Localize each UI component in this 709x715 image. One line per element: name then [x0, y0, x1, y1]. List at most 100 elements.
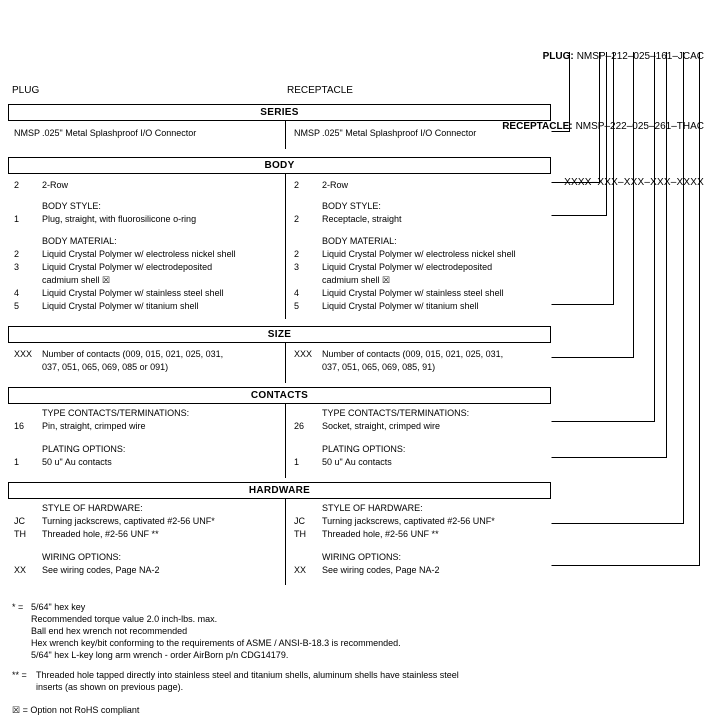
- footnote-line: 5/64" hex key: [31, 602, 86, 612]
- footnote-line: Ball end hex wrench not recommended: [31, 626, 188, 636]
- option-desc: Pin, straight, crimped wire: [42, 421, 146, 431]
- option-desc: 2-Row: [322, 180, 349, 190]
- option-code: 2: [294, 249, 300, 259]
- option-entry: 2 2-Row: [294, 179, 547, 192]
- footnote-line: Threaded hole tapped directly into stain…: [36, 670, 459, 680]
- option-entry: TH Threaded hole, #2-56 UNF **: [14, 528, 281, 541]
- option-entry: 1 Plug, straight, with fluorosilicone o-…: [14, 213, 281, 226]
- footnote-line: Recommended torque value 2.0 inch-lbs. m…: [31, 614, 218, 624]
- footnote-rohs: ☒ = Option not RoHS compliant: [12, 705, 140, 715]
- contact-type-label: TYPE CONTACTS/TERMINATIONS:: [322, 408, 470, 418]
- option-desc: 50 u" Au contacts: [322, 457, 392, 467]
- series-plug-cell: NMSP .025" Metal Splashproof I/O Connect…: [8, 121, 285, 149]
- body-style-row: BODY STYLE: 1 Plug, straight, with fluor…: [8, 198, 551, 233]
- hardware-style-plug-cell: STYLE OF HARDWARE: JC Turning jackscrews…: [8, 499, 285, 548]
- option-entry: 1 50 u" Au contacts: [14, 456, 281, 469]
- option-desc: Socket, straight, crimped wire: [322, 421, 441, 431]
- contact-type-plug-cell: TYPE CONTACTS/TERMINATIONS: 16 Pin, stra…: [8, 404, 285, 440]
- option-code: 2: [14, 249, 20, 259]
- receptacle-part-number-label: RECEPTACLE:: [502, 121, 573, 132]
- hardware-section-header: HARDWARE: [8, 482, 551, 499]
- body-material-row: BODY MATERIAL: 2 Liquid Crystal Polymer …: [8, 233, 551, 319]
- footnote-star-lines: 5/64" hex key Recommended torque value 2…: [31, 601, 401, 661]
- body-material-label: BODY MATERIAL:: [322, 236, 397, 246]
- option-entry: XXX Number of contacts (009, 015, 021, 0…: [14, 348, 281, 374]
- footnote-threaded-hole: ** = Threaded hole tapped directly into …: [12, 669, 700, 693]
- option-entry: 1 50 u" Au contacts: [294, 456, 547, 469]
- option-desc: .025" Metal Splashproof I/O Connector: [322, 128, 477, 138]
- hardware-style-row: STYLE OF HARDWARE: JC Turning jackscrews…: [8, 499, 551, 548]
- option-code: 3: [294, 262, 300, 272]
- body-style-label: BODY STYLE:: [42, 201, 101, 211]
- option-code: XXX: [14, 349, 33, 359]
- option-entry: 4 Liquid Crystal Polymer w/ stainless st…: [294, 287, 547, 300]
- plating-label: PLATING OPTIONS:: [322, 444, 406, 454]
- option-code: 3: [14, 262, 20, 272]
- option-code: 5: [294, 301, 300, 311]
- option-entry: 2 Receptacle, straight: [294, 213, 547, 226]
- option-entry: 2 Liquid Crystal Polymer w/ electroless …: [14, 248, 281, 261]
- option-code: JC: [14, 516, 25, 526]
- option-desc: Threaded hole, #2-56 UNF **: [42, 529, 159, 539]
- option-desc: Number of contacts (009, 015, 021, 025, …: [42, 349, 224, 372]
- footnote-star-marker: * =: [12, 602, 24, 612]
- option-code: 16: [14, 421, 25, 431]
- option-desc: Liquid Crystal Polymer w/ titanium shell: [322, 301, 479, 311]
- footnote-line: inserts (as shown on previous page).: [36, 682, 184, 692]
- body-rowcount-row: 2 2-Row 2 2-Row: [8, 174, 551, 198]
- option-desc: See wiring codes, Page NA-2: [42, 565, 160, 575]
- option-desc: Liquid Crystal Polymer w/ electrodeposit…: [42, 262, 213, 285]
- option-code: JC: [294, 516, 305, 526]
- selection-chart: PLUG RECEPTACLE SERIES NMSP .025" Metal …: [8, 82, 551, 585]
- plug-column-header: PLUG: [12, 85, 40, 96]
- option-code: 1: [14, 457, 20, 467]
- option-code: 2: [14, 180, 20, 190]
- option-code: XXX: [294, 349, 313, 359]
- size-row: XXX Number of contacts (009, 015, 021, 0…: [8, 343, 551, 383]
- receptacle-part-number-value: NMSP–222–025–261–THAC: [575, 121, 704, 132]
- hardware-style-label: STYLE OF HARDWARE:: [42, 503, 143, 513]
- option-code: 5: [14, 301, 20, 311]
- option-entry: 4 Liquid Crystal Polymer w/ stainless st…: [14, 287, 281, 300]
- option-code: 26: [294, 421, 305, 431]
- option-entry: 26 Socket, straight, crimped wire: [294, 420, 547, 433]
- option-entry: JC Turning jackscrews, captivated #2-56 …: [14, 515, 281, 528]
- option-code: 4: [294, 288, 300, 298]
- option-desc: Liquid Crystal Polymer w/ stainless stee…: [42, 288, 224, 298]
- option-code: TH: [14, 529, 26, 539]
- body-rowcount-plug-cell: 2 2-Row: [8, 174, 285, 198]
- plating-plug-cell: PLATING OPTIONS: 1 50 u" Au contacts: [8, 440, 285, 478]
- option-entry: 3 Liquid Crystal Polymer w/ electrodepos…: [294, 261, 547, 287]
- wiring-plug-cell: WIRING OPTIONS: XX See wiring codes, Pag…: [8, 548, 285, 585]
- option-code: 1: [294, 457, 300, 467]
- option-code: 2: [294, 214, 300, 224]
- plating-row: PLATING OPTIONS: 1 50 u" Au contacts PLA…: [8, 440, 551, 478]
- option-desc: Turning jackscrews, captivated #2-56 UNF…: [42, 516, 215, 526]
- option-desc: Liquid Crystal Polymer w/ titanium shell: [42, 301, 199, 311]
- option-code: 2: [294, 180, 300, 190]
- body-rowcount-receptacle-cell: 2 2-Row: [285, 174, 551, 198]
- option-code: XX: [294, 565, 307, 575]
- option-code: NMSP: [294, 128, 321, 138]
- option-entry: 16 Pin, straight, crimped wire: [14, 420, 281, 433]
- option-entry: 2 2-Row: [14, 179, 281, 192]
- footnote-doublestar-lines: Threaded hole tapped directly into stain…: [36, 669, 459, 693]
- option-desc: .025" Metal Splashproof I/O Connector: [42, 128, 197, 138]
- wiring-options-row: WIRING OPTIONS: XX See wiring codes, Pag…: [8, 548, 551, 585]
- option-desc: Number of contacts (009, 015, 021, 025, …: [322, 349, 504, 372]
- body-material-plug-cell: BODY MATERIAL: 2 Liquid Crystal Polymer …: [8, 233, 285, 319]
- plug-part-number-row: PLUG:NMSP–212–025–161–JCAC: [486, 36, 704, 78]
- option-entry: XXX Number of contacts (009, 015, 021, 0…: [294, 348, 547, 374]
- contact-type-label: TYPE CONTACTS/TERMINATIONS:: [42, 408, 190, 418]
- size-section-header: SIZE: [8, 326, 551, 343]
- hardware-style-receptacle-cell: STYLE OF HARDWARE: JC Turning jackscrews…: [285, 499, 551, 548]
- wiring-receptacle-cell: WIRING OPTIONS: XX See wiring codes, Pag…: [285, 548, 551, 585]
- option-entry: 2 Liquid Crystal Polymer w/ electroless …: [294, 248, 547, 261]
- plug-part-number-label: PLUG:: [542, 51, 574, 62]
- footnote-hex-key: * = 5/64" hex key Recommended torque val…: [12, 601, 700, 661]
- option-code: TH: [294, 529, 306, 539]
- body-style-receptacle-cell: BODY STYLE: 2 Receptacle, straight: [285, 198, 551, 233]
- hardware-style-label: STYLE OF HARDWARE:: [322, 503, 423, 513]
- receptacle-column-header: RECEPTACLE: [287, 85, 353, 96]
